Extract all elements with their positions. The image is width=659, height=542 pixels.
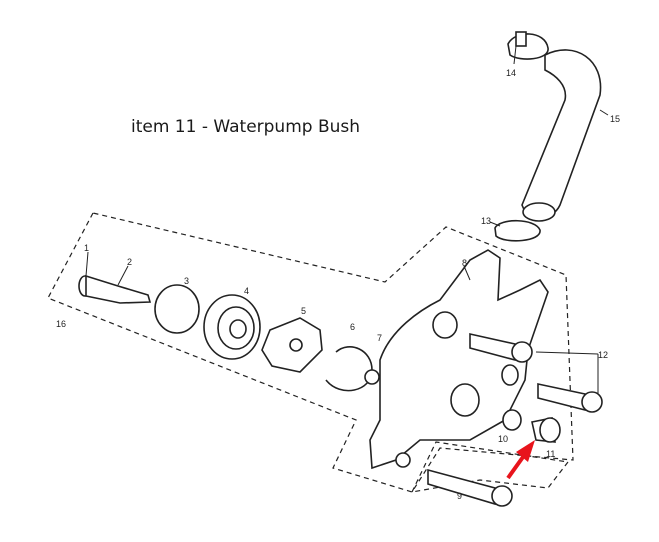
washer-7 (364, 369, 380, 385)
oring-3 (154, 284, 200, 334)
diagram-title: item 11 - Waterpump Bush (131, 117, 361, 137)
label-9: 9 (457, 491, 462, 501)
pump-housing-8 (369, 249, 549, 470)
clamp-14-screw (515, 31, 527, 47)
label-7: 7 (377, 333, 382, 343)
label-12: 12 (598, 350, 608, 360)
label-8: 8 (462, 258, 467, 268)
housing-lug (395, 452, 411, 468)
bolt-12-upper-head (511, 341, 533, 363)
shaft-2 (85, 274, 152, 304)
housing-boss (501, 364, 519, 386)
washer-10 (502, 409, 522, 431)
impeller-5-hub (289, 338, 303, 352)
label-1: 1 (84, 243, 89, 253)
hose-15-end (522, 202, 556, 222)
label-4: 4 (244, 286, 249, 296)
group-16-outline (47, 212, 574, 493)
hose-15 (521, 49, 602, 219)
bolt-12-lower-head (581, 391, 603, 413)
label-6: 6 (350, 322, 355, 332)
seal-4-hub (229, 319, 247, 339)
housing-port (432, 311, 458, 339)
label-15: 15 (610, 114, 620, 124)
label-13: 13 (481, 216, 491, 226)
label-2: 2 (127, 257, 132, 267)
label-3: 3 (184, 276, 189, 286)
label-11: 11 (546, 449, 555, 459)
bolt-12-lower (537, 383, 586, 412)
circlip-6 (325, 346, 373, 392)
indicator-arrowhead (516, 440, 535, 462)
bush-11-face (539, 417, 561, 443)
label-10: 10 (498, 434, 508, 444)
label-14: 14 (506, 68, 516, 78)
housing-bore (450, 383, 480, 417)
bolt-9-head (491, 485, 513, 507)
clamp-14 (507, 33, 549, 60)
clamp-13 (494, 219, 541, 242)
label-5: 5 (301, 306, 306, 316)
label-16: 16 (56, 319, 66, 329)
